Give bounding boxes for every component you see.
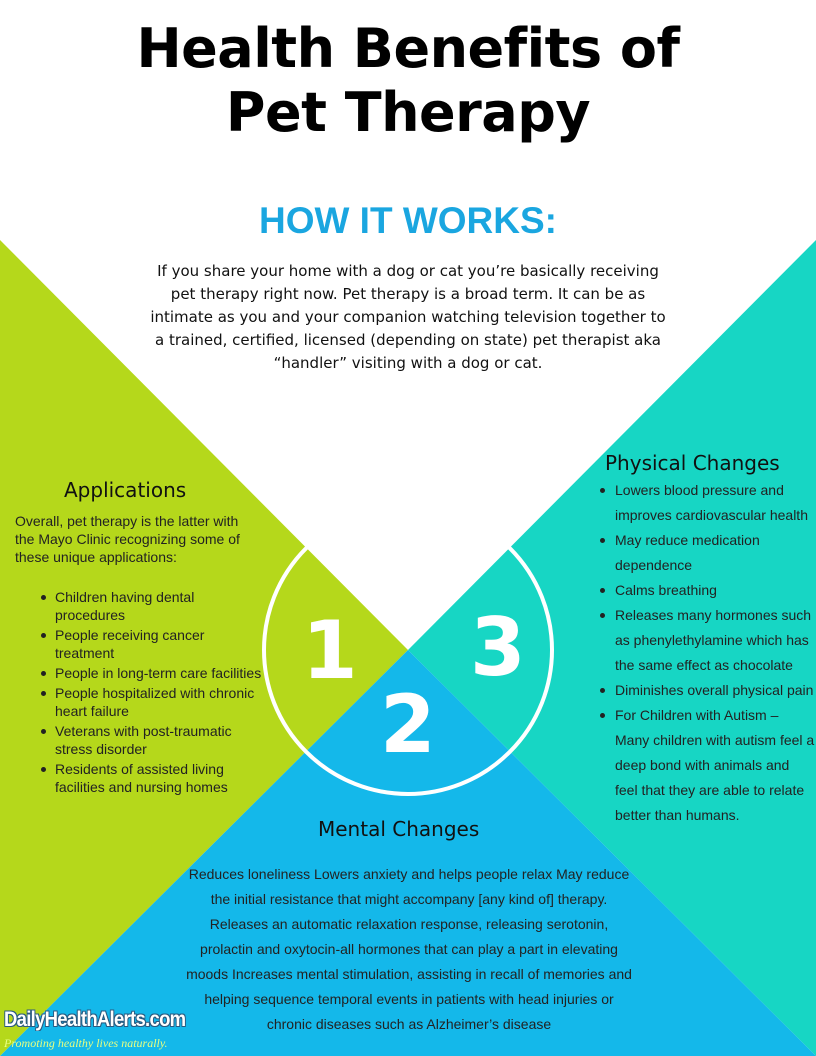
- list-item: Calms breathing: [600, 578, 815, 603]
- numbers-ring: [262, 504, 554, 796]
- list-item: May reduce medication dependence: [600, 528, 815, 578]
- blue-triangle: [0, 650, 816, 1056]
- site-logo[interactable]: DailyHealthAlerts.com Promoting healthy …: [4, 1008, 204, 1051]
- logo-name: DailyHealthAlerts.com: [4, 1008, 186, 1031]
- applications-description: Overall, pet therapy is the latter with …: [15, 513, 240, 565]
- list-item: People in long-term care facilities: [41, 664, 265, 682]
- list-item: Releases many hormones such as phenyleth…: [600, 603, 815, 678]
- physical-changes-heading: Physical Changes: [605, 451, 780, 475]
- list-item: For Children with Autism – Many children…: [600, 703, 815, 828]
- physical-changes-list: Lowers blood pressure and improves cardi…: [600, 478, 815, 828]
- list-item: Veterans with post-traumatic stress diso…: [41, 722, 265, 758]
- list-item: Children having dental procedures: [41, 588, 265, 624]
- list-item: People receiving cancer treatment: [41, 626, 265, 662]
- list-item: Lowers blood pressure and improves cardi…: [600, 478, 815, 528]
- list-item: Diminishes overall physical pain: [600, 678, 815, 703]
- how-it-works-heading: HOW IT WORKS:: [258, 200, 557, 241]
- page-title-line-2: Pet Therapy: [225, 81, 591, 144]
- applications-list: Children having dental procedures People…: [41, 588, 265, 798]
- how-it-works-text: If you share your home with a dog or cat…: [150, 262, 666, 372]
- number-two: 2: [380, 678, 436, 771]
- list-item: Residents of assisted living facilities …: [41, 760, 265, 796]
- number-three: 3: [470, 601, 526, 694]
- teal-triangle: [408, 240, 816, 1056]
- page-title-line-1: Health Benefits of: [136, 17, 680, 80]
- applications-heading: Applications: [64, 478, 187, 502]
- green-triangle: [0, 240, 408, 1056]
- mental-changes-text: Reduces loneliness Lowers anxiety and he…: [186, 866, 632, 1032]
- logo-tagline: Promoting healthy lives naturally.: [4, 1036, 168, 1050]
- number-one: 1: [302, 604, 358, 697]
- list-item: People hospitalized with chronic heart f…: [41, 684, 265, 720]
- mental-changes-heading: Mental Changes: [318, 817, 480, 841]
